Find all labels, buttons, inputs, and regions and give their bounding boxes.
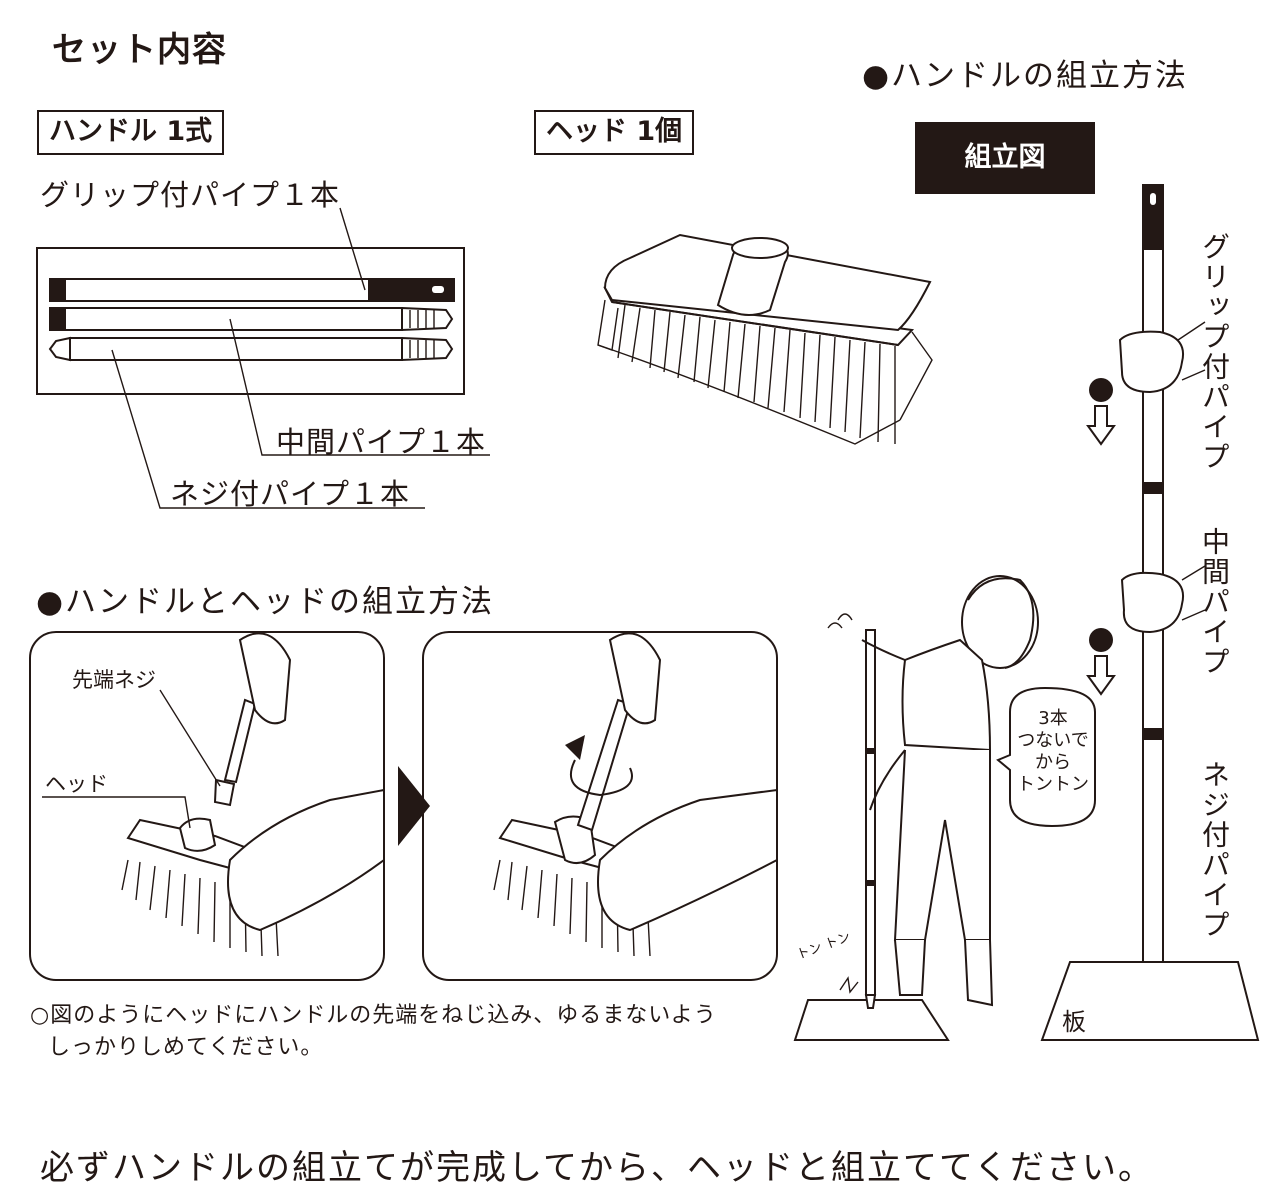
- next-step-arrow-icon: [398, 766, 430, 846]
- bubble-line: トントン: [1017, 774, 1089, 795]
- person-tapping-illustration: [793, 575, 1039, 1041]
- head-assembly-title: ●ハンドルとヘッドの組立方法: [36, 584, 495, 620]
- brush-head-illustration: [597, 233, 933, 445]
- handle-set-label: ハンドル 1式: [37, 110, 225, 156]
- pipe-parts-illustration: [36, 207, 490, 509]
- bubble-line: から: [1035, 752, 1071, 773]
- bottom-notice: 必ずハンドルの組立てが完成してから、ヘッドと組立ててください。: [40, 1148, 1154, 1188]
- grip-pipe-label: グリップ付パイプ１本: [40, 178, 341, 212]
- step1-panel: [29, 631, 385, 981]
- grip-pipe-vertical-label: グリップ付パイプ: [1198, 232, 1231, 472]
- head-count-label: ヘッド 1個: [534, 110, 695, 156]
- handle-assembly-title: ●ハンドルの組立方法: [862, 58, 1189, 94]
- assembled-handle-illustration: [1040, 184, 1260, 1041]
- middle-pipe-vertical-label: 中間パイプ: [1198, 527, 1231, 677]
- board-label: 板: [1062, 1008, 1086, 1036]
- assembly-diagram-label: 組立図: [915, 122, 1095, 194]
- tip-screw-label: 先端ネジ: [72, 668, 156, 692]
- speech-bubble-illustration: [996, 686, 1096, 828]
- screw-pipe-label: ネジ付パイプ１本: [170, 477, 411, 511]
- note-line-1: ○図のようにヘッドにハンドルの先端をねじ込み、ゆるまないよう: [30, 1003, 717, 1028]
- middle-pipe-label: 中間パイプ１本: [276, 425, 487, 459]
- set-contents-title: セット内容: [52, 30, 227, 70]
- head-label: ヘッド: [45, 772, 108, 796]
- bubble-line: つないで: [1017, 730, 1089, 751]
- bubble-text: 3本 つないで から トントン: [1012, 708, 1094, 796]
- note-line-2: しっかりしめてください。: [48, 1035, 324, 1060]
- screw-pipe-vertical-label: ネジ付パイプ: [1198, 760, 1231, 940]
- bubble-line: 3本: [1038, 708, 1068, 729]
- step2-panel: [422, 631, 778, 981]
- head-assembly-note: ○図のようにヘッドにハンドルの先端をねじ込み、ゆるまないよう しっかりしめてくだ…: [30, 1000, 790, 1064]
